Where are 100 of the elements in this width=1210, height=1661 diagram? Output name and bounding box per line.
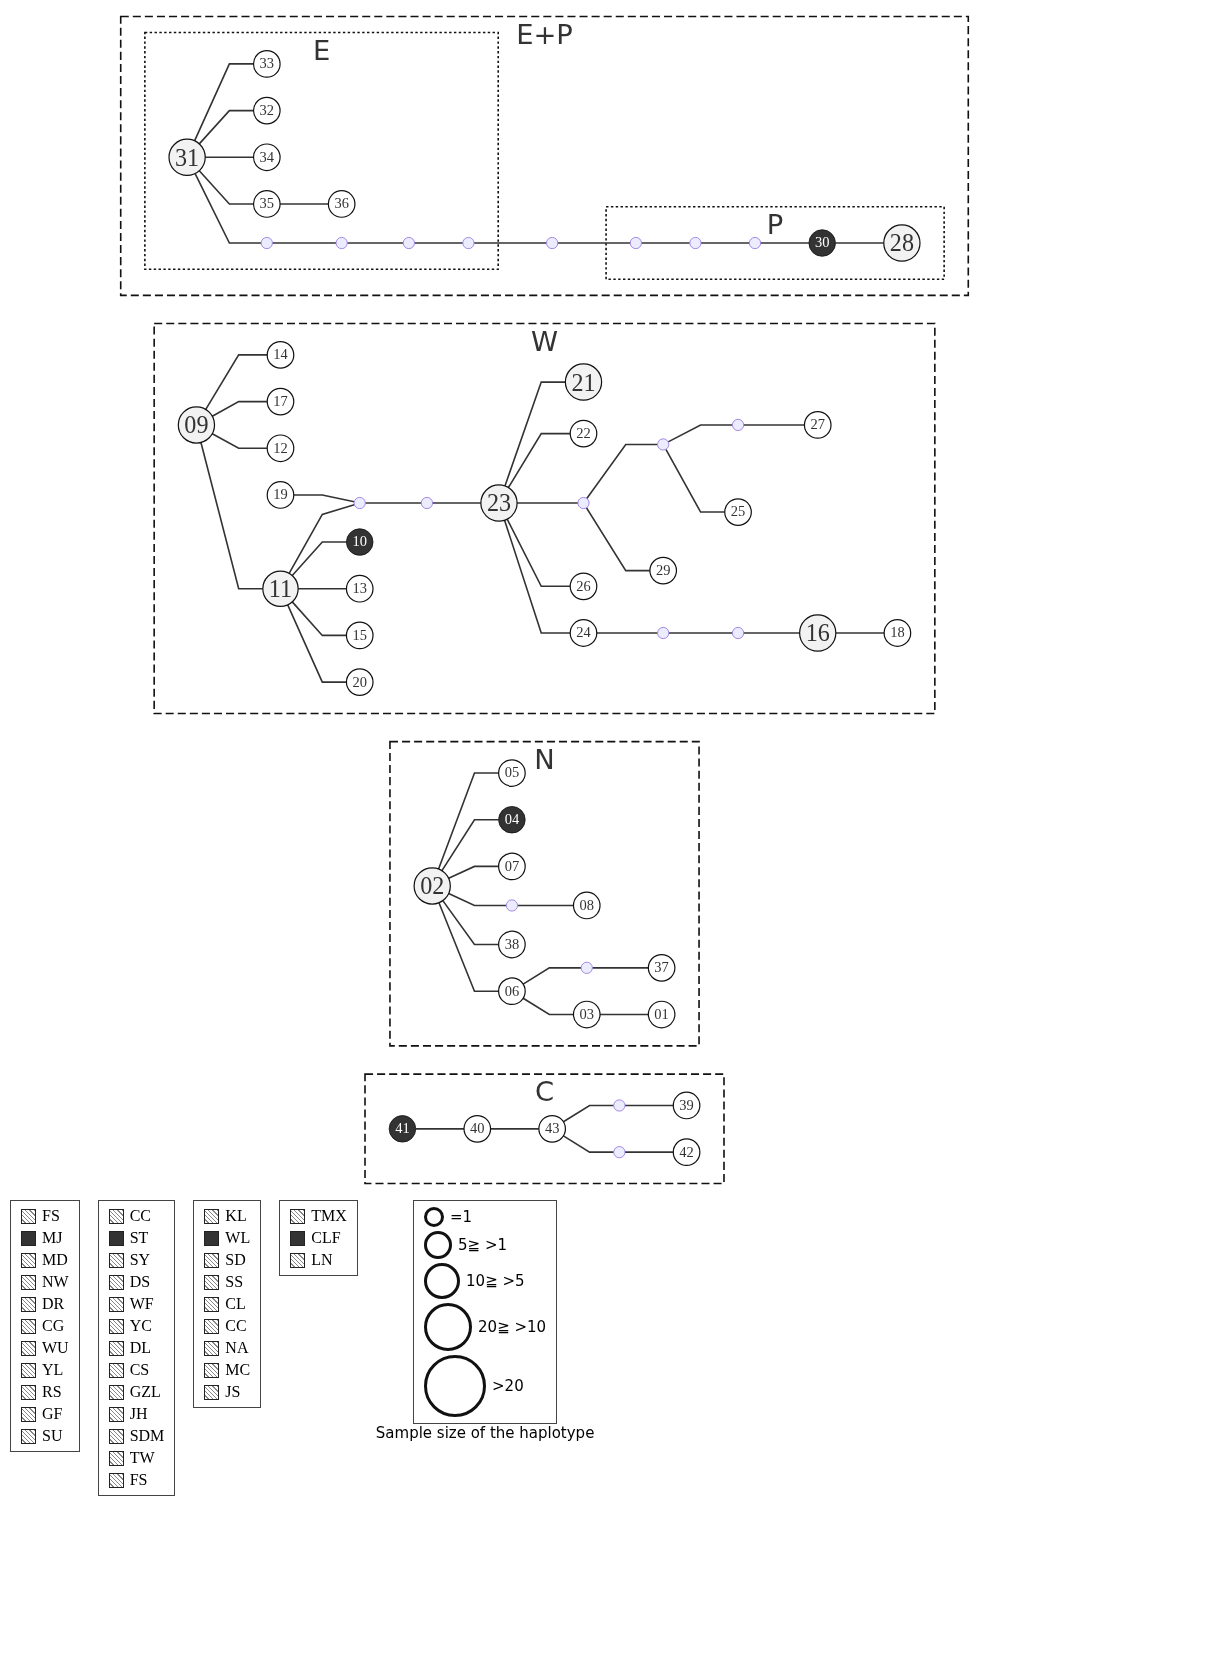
node-circle	[613, 1099, 626, 1112]
legend-label: SS	[225, 1273, 244, 1291]
connector	[667, 424, 734, 443]
node-circle	[629, 237, 642, 250]
legend-label: CS	[129, 1361, 150, 1379]
legend-label: RS	[42, 1383, 62, 1401]
legend-label: DR	[42, 1295, 65, 1313]
connector	[522, 967, 582, 985]
node-circle: 17	[266, 387, 295, 416]
node-circle	[577, 496, 590, 510]
legend-label: 20≧ >10	[478, 1318, 547, 1336]
legend-label: TMX	[311, 1207, 347, 1225]
node-circle: 04	[498, 806, 526, 834]
node-circle: 24	[569, 619, 598, 647]
node-circle	[505, 899, 518, 912]
node-circle: 18	[883, 619, 912, 647]
node-circle: 32	[252, 96, 281, 125]
legend-label: CC	[225, 1317, 247, 1335]
node-circle: 16	[799, 614, 837, 652]
node-circle: 25	[724, 498, 752, 526]
node-circle	[732, 418, 745, 431]
legend-label: KL	[225, 1207, 247, 1225]
node-circle: 39	[672, 1091, 701, 1120]
legend-label: FS	[129, 1471, 148, 1489]
node-circle: 06	[498, 977, 526, 1006]
node-circle	[732, 626, 745, 640]
connector	[562, 1135, 615, 1153]
connector	[507, 432, 571, 489]
connector	[271, 242, 337, 244]
node-circle: 01	[647, 1000, 676, 1029]
node-circle: 10	[346, 528, 374, 556]
node-circle: 22	[569, 419, 598, 448]
connector	[441, 818, 500, 872]
legend-label: JS	[225, 1383, 241, 1401]
node-circle: 07	[498, 852, 526, 881]
legend-label: 10≧ >5	[466, 1272, 525, 1290]
node-circle	[462, 237, 475, 250]
node-circle	[580, 961, 593, 974]
legend-label: YC	[129, 1317, 152, 1335]
node-circle: 40	[463, 1114, 492, 1143]
node-circle: 42	[672, 1138, 701, 1167]
node-circle: 29	[649, 556, 678, 585]
legend-label: 5≧ >1	[458, 1236, 508, 1254]
connector	[204, 354, 268, 411]
node-circle: 15	[345, 621, 374, 650]
connector	[447, 892, 508, 907]
connector	[413, 242, 464, 244]
connector	[473, 242, 548, 244]
node-circle: 30	[808, 229, 836, 257]
connector	[556, 242, 632, 244]
node-circle: 37	[647, 953, 676, 982]
connector	[586, 443, 659, 500]
connector	[211, 400, 268, 417]
legend-label: NW	[42, 1273, 69, 1291]
legend-label: JH	[129, 1405, 148, 1423]
node-circle: 33	[252, 50, 281, 78]
connector	[437, 772, 500, 870]
legend-label: CC	[129, 1207, 151, 1225]
legend-label: CLF	[311, 1229, 341, 1247]
node-circle: 34	[252, 143, 281, 172]
node-circle: 20	[345, 668, 374, 696]
legend-label: GF	[42, 1405, 63, 1423]
connector	[640, 242, 691, 244]
connector	[414, 1128, 465, 1130]
connector	[759, 242, 810, 244]
node-circle	[748, 237, 761, 250]
connector	[562, 1104, 615, 1123]
node-circle: 38	[498, 930, 526, 959]
legend-label: SD	[225, 1251, 246, 1269]
node-circle: 09	[177, 406, 216, 444]
node-circle	[657, 626, 670, 640]
legend-label: >20	[492, 1377, 524, 1395]
connector	[835, 632, 885, 634]
connector	[194, 172, 262, 244]
legend-label: =1	[450, 1208, 473, 1226]
legend-label: WF	[129, 1295, 154, 1313]
node-circle	[420, 496, 433, 510]
legend-label: NA	[225, 1339, 249, 1357]
node-circle: 08	[572, 891, 601, 920]
node-circle	[353, 496, 366, 510]
legend-label: SU	[42, 1427, 63, 1445]
legend-label: LN	[311, 1251, 333, 1269]
node-circle: 28	[883, 224, 921, 262]
legend-label: SDM	[129, 1427, 165, 1445]
connector	[364, 502, 423, 504]
node-circle: 05	[498, 759, 526, 787]
node-circle: 19	[266, 481, 295, 509]
node-circle: 35	[252, 190, 281, 218]
legend-label: YL	[42, 1361, 64, 1379]
legend-label: DL	[129, 1339, 151, 1357]
legend-label: WU	[42, 1339, 69, 1357]
node-circle: 23	[480, 484, 518, 522]
node-circle: 11	[262, 570, 299, 607]
node-circle: 31	[168, 138, 206, 176]
connector	[668, 632, 734, 634]
node-circle	[402, 237, 415, 250]
legend-label: WL	[225, 1229, 251, 1247]
node-circle: 26	[569, 572, 598, 601]
node-circle	[613, 1146, 626, 1159]
legend-label: CL	[225, 1295, 246, 1313]
